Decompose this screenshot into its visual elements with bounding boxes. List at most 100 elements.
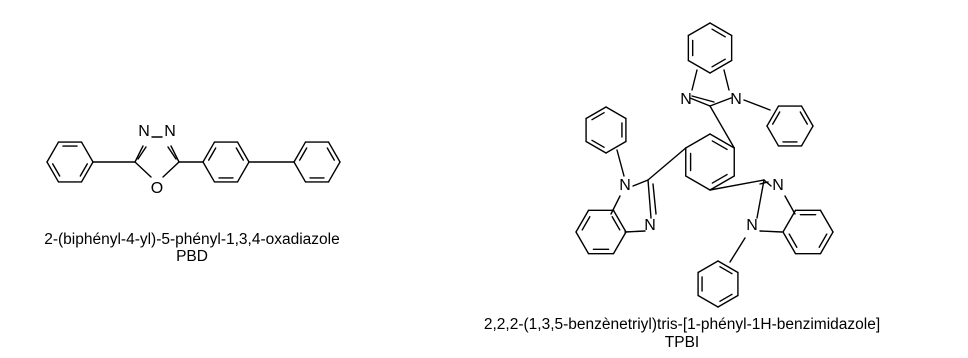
tpbi-phenyl-left-bond xyxy=(585,140,607,154)
tpbi-phenyl-link xyxy=(616,149,625,177)
pbd-bonds xyxy=(46,136,341,183)
tpbi-benzo-left-double-bond xyxy=(581,216,591,231)
tpbi-benzo-left-bond xyxy=(612,209,627,233)
pbd-atom-o: O xyxy=(151,180,163,197)
tpbi-phenyl-top-bond xyxy=(766,125,780,147)
tpbi-bond xyxy=(709,97,732,107)
tpbi-link-bond xyxy=(647,147,687,181)
tpbi-phenyl-top-double-bond xyxy=(772,111,781,125)
tpbi-double-bond xyxy=(691,95,715,103)
pbd-phenyl-middle-double-bond xyxy=(235,147,244,161)
pbd-abbreviation: PBD xyxy=(176,248,208,265)
tpbi-phenyl-left-double-bond xyxy=(591,139,605,148)
pbd-phenyl-right-bond xyxy=(327,141,341,163)
pbd-phenyl-left-bond xyxy=(46,161,60,183)
pbd-phenyl-right-bond xyxy=(327,161,341,183)
tpbi-link-bond xyxy=(709,105,735,149)
pbd-phenyl-left-bond xyxy=(46,141,60,163)
tpbi-phenyl-link xyxy=(729,237,746,263)
tpbi-structure: N N N N N N xyxy=(575,22,834,308)
tpbi-benzo-right-double-bond xyxy=(788,233,798,248)
tpbi-abbreviation: TPBI xyxy=(665,334,699,351)
tpbi-benzo-left-bond xyxy=(575,209,590,233)
tpbi-benzo-top-double-bond xyxy=(711,28,726,38)
pbd-phenyl-middle-bond xyxy=(236,161,250,183)
tpbi-benzo-right-bond xyxy=(819,231,834,255)
tpbi-phenyl-top-bond xyxy=(766,105,780,127)
tpbi-bond xyxy=(632,179,649,187)
tpbi-benzo-left-bond xyxy=(575,231,590,255)
pbd-oxadiazole-double-bond xyxy=(137,146,147,160)
pbd-phenyl-left-double-bond xyxy=(52,163,61,177)
tpbi-benzo-right-bond xyxy=(782,231,797,255)
tpbi-atom-n-right-b: N xyxy=(746,217,758,234)
tpbi-benzo-right-double-bond xyxy=(818,233,828,248)
tpbi-benzo-left-bond xyxy=(612,231,627,255)
pbd-phenyl-middle-bond xyxy=(202,141,216,163)
pbd-oxadiazole-bond xyxy=(162,161,180,178)
tpbi-core-bond xyxy=(709,133,735,149)
tpbi-phenyl-top-bond xyxy=(800,105,814,127)
tpbi-bond xyxy=(691,69,698,91)
pbd-phenyl-right-double-bond xyxy=(326,147,335,161)
tpbi-bonds xyxy=(575,22,834,308)
pbd-phenyl-middle-bond xyxy=(202,161,216,183)
pbd-phenyl-left-bond xyxy=(80,141,94,163)
pbd-phenyl-right-double-bond xyxy=(299,147,308,161)
pbd-phenyl-middle-bond xyxy=(236,141,250,163)
pbd-phenyl-left-bond xyxy=(80,161,94,183)
pbd-oxadiazole-bond xyxy=(134,161,152,178)
tpbi-bond xyxy=(647,179,652,219)
tpbi-core-bond xyxy=(685,175,711,191)
tpbi-name: 2,2,2-(1,3,5-benzènetriyl)tris-[1-phényl… xyxy=(484,316,880,333)
tpbi-bond xyxy=(610,195,621,215)
tpbi-atom-n-top-a: N xyxy=(680,91,692,108)
pbd-phenyl-right-bond xyxy=(293,161,307,183)
pbd-phenyl-right-bond xyxy=(293,141,307,163)
tpbi-phenyl-bottom-bond xyxy=(697,260,719,274)
tpbi-phenyl-bottom-bond xyxy=(697,294,719,308)
tpbi-atom-n-top-b: N xyxy=(730,91,742,108)
tpbi-phenyl-bottom-double-bond xyxy=(719,293,733,302)
tpbi-bond xyxy=(723,69,730,91)
tpbi-benzo-right-bond xyxy=(782,209,797,233)
pbd-oxadiazole-double-bond xyxy=(167,146,177,160)
tpbi-double-bond xyxy=(652,183,657,215)
tpbi-phenyl-left-bond xyxy=(585,106,607,120)
pbd-atom-n2: N xyxy=(164,123,176,140)
pbd-oxadiazole-bond xyxy=(134,145,144,163)
pbd-name: 2-(biphényl-4-yl)-5-phényl-1,3,4-oxadiaz… xyxy=(44,231,340,248)
tpbi-phenyl-left-bond xyxy=(605,106,627,120)
tpbi-bond xyxy=(756,179,765,219)
tpbi-benzo-top-bond xyxy=(687,22,711,37)
tpbi-bond xyxy=(624,230,646,233)
tpbi-phenyl-top-double-bond xyxy=(799,111,808,125)
pbd-structure: N N O xyxy=(46,123,341,197)
tpbi-bond xyxy=(784,195,796,215)
tpbi-benzo-top-double-bond xyxy=(711,58,726,68)
tpbi-atom-n-right-a: N xyxy=(772,177,784,194)
tpbi-phenyl-bottom-double-bond xyxy=(719,266,733,275)
tpbi-bond xyxy=(689,97,711,107)
tpbi-benzo-top-bond xyxy=(709,22,733,37)
tpbi-core-double-bond xyxy=(711,173,728,184)
tpbi-benzo-top-bond xyxy=(709,59,733,74)
tpbi-phenyl-link xyxy=(743,99,771,111)
tpbi-phenyl-left-bond xyxy=(605,140,627,154)
tpbi-bond xyxy=(759,230,783,233)
tpbi-phenyl-left-double-bond xyxy=(591,112,605,121)
tpbi-link-bond xyxy=(709,179,765,191)
tpbi-benzo-top-bond xyxy=(687,59,711,74)
tpbi-core-bond xyxy=(709,175,735,191)
pbd-phenyl-left-double-bond xyxy=(79,163,88,177)
pbd-atom-n1: N xyxy=(138,123,150,140)
tpbi-atom-n-left-b: N xyxy=(644,217,656,234)
pbd-phenyl-middle-double-bond xyxy=(208,147,217,161)
tpbi-bond xyxy=(763,179,772,187)
tpbi-atom-n-left-a: N xyxy=(619,177,631,194)
tpbi-benzo-left-double-bond xyxy=(611,216,621,231)
tpbi-phenyl-top-bond xyxy=(800,125,814,147)
tpbi-caption: 2,2,2-(1,3,5-benzènetriyl)tris-[1-phényl… xyxy=(484,316,880,351)
tpbi-core-bond xyxy=(685,133,711,149)
